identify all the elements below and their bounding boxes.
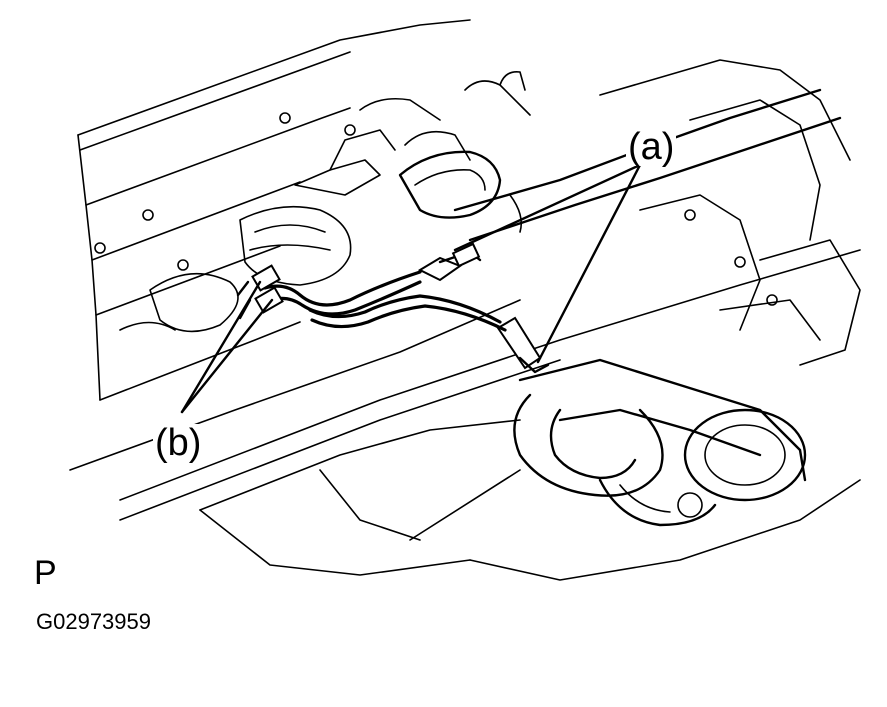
figure-id-label: G02973959 bbox=[36, 609, 151, 634]
lower-underbody bbox=[199, 419, 861, 581]
callout-leader-lines bbox=[180, 163, 642, 414]
view-code-label: P bbox=[34, 554, 57, 592]
front-exhaust-pipe bbox=[398, 88, 842, 242]
callout-label-b: (b) bbox=[153, 422, 204, 464]
catalytic-converter bbox=[513, 358, 807, 527]
oxygen-sensor-upper bbox=[417, 242, 482, 282]
heat-shield bbox=[119, 249, 861, 521]
harness-connectors bbox=[236, 264, 284, 320]
sensor-wire-harness bbox=[263, 270, 507, 332]
underbody-panel bbox=[69, 19, 521, 471]
oxygen-sensor-lower bbox=[496, 316, 550, 374]
callout-label-a: (a) bbox=[626, 126, 677, 168]
right-structure bbox=[599, 59, 861, 366]
engine-block bbox=[239, 70, 531, 286]
